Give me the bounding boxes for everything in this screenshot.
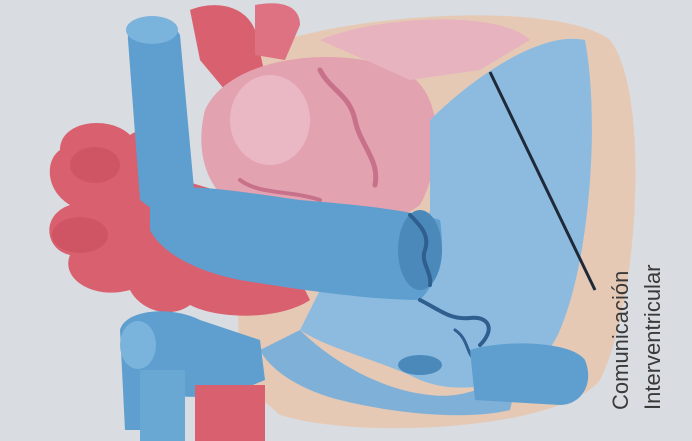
descending-aorta — [195, 385, 265, 441]
pulmonary-valve — [398, 210, 442, 290]
svc-opening — [126, 16, 178, 44]
pulmonary-vessel-b — [52, 217, 108, 253]
atrial-appendage — [230, 75, 310, 165]
right-vessel — [470, 343, 588, 405]
ivc-opening — [120, 321, 156, 369]
ivc-trunk — [140, 370, 185, 441]
annotation-label-line2: Interventricular — [640, 264, 665, 410]
septal-defect-opening — [398, 355, 442, 375]
pulmonary-vessel-a — [70, 147, 120, 183]
annotation-label-line1: Comunicación — [608, 271, 633, 410]
